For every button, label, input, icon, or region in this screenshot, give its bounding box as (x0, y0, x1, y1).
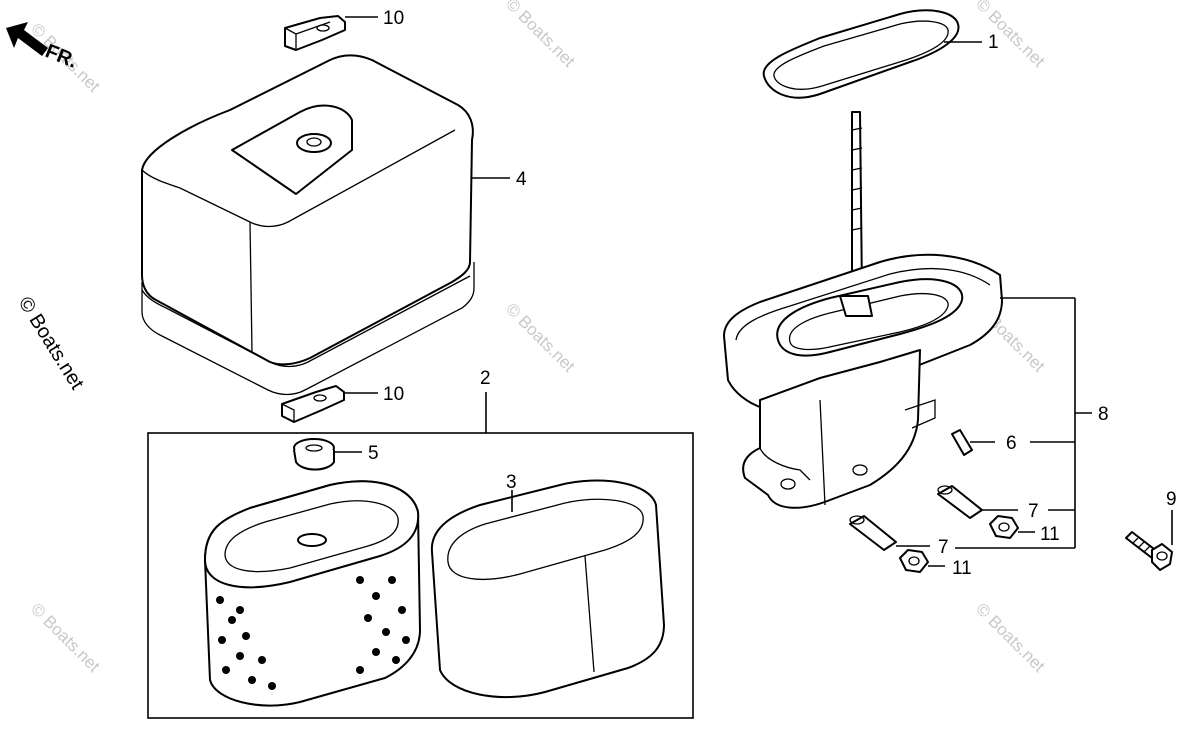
callout-4: 4 (516, 169, 527, 190)
part-2-group-bracket (147, 392, 694, 719)
arrow-up-left-icon (6, 22, 48, 56)
callout-7-lower: 7 (938, 537, 949, 558)
part-nut-lower (899, 549, 929, 573)
part-tube-upper (937, 485, 983, 519)
callout-11-upper: 11 (1040, 524, 1060, 545)
callout-6: 6 (1006, 433, 1017, 454)
part-tube-lower (849, 515, 897, 551)
part-grommet (293, 438, 335, 471)
part-gasket (762, 9, 960, 99)
callout-1: 1 (988, 32, 999, 53)
watermark: © Boats.net (27, 599, 104, 676)
watermark: © Boats.net (972, 0, 1049, 71)
watermark: © Boats.net (502, 299, 579, 376)
part-nut-upper (989, 515, 1019, 539)
callout-10-top: 10 (383, 8, 404, 29)
callout-8: 8 (1098, 404, 1109, 425)
part-air-cleaner-case (723, 111, 1003, 509)
part-8-bracket (955, 297, 1092, 549)
callout-2: 2 (480, 368, 491, 389)
callout-7-upper: 7 (1028, 501, 1039, 522)
watermark: © Boats.net (972, 599, 1049, 676)
part-flange-bolt (1125, 531, 1173, 571)
callout-labels: 1 2 3 4 5 6 7 7 8 9 10 10 11 11 (368, 8, 1177, 579)
part-air-cleaner-cover (141, 54, 475, 396)
callout-11-lower: 11 (952, 558, 972, 579)
side-watermark: © Boats.net (14, 293, 88, 394)
part-foam-element (430, 479, 665, 698)
callout-9: 9 (1166, 489, 1177, 510)
callout-10-bottom: 10 (383, 384, 404, 405)
callout-5: 5 (368, 443, 379, 464)
callout-3: 3 (506, 472, 517, 493)
filter-perforations (216, 576, 410, 690)
watermark: © Boats.net (502, 0, 579, 71)
part-pin (951, 429, 973, 456)
part-wing-nut-bottom (281, 385, 345, 423)
part-air-cleaner-element (204, 480, 421, 707)
part-wing-nut-top (284, 15, 346, 51)
